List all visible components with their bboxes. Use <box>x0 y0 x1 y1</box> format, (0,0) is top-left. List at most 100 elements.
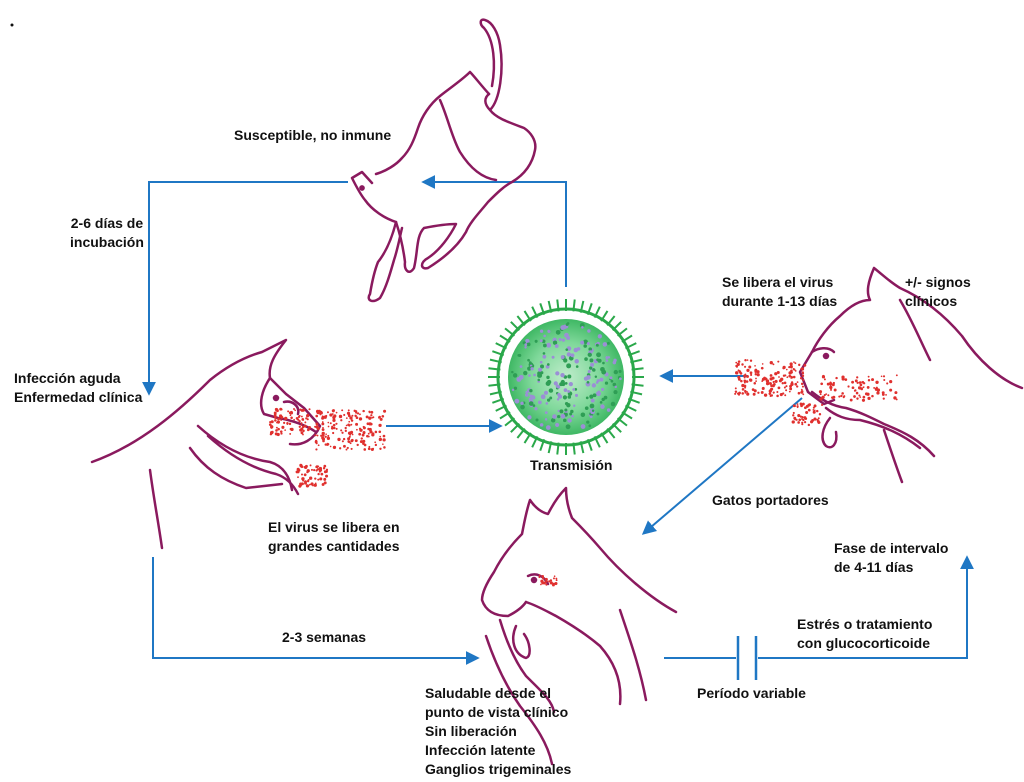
virus-droplet <box>761 391 764 394</box>
virus-droplet <box>371 433 374 436</box>
virus-droplet <box>856 397 858 399</box>
virus-droplet <box>356 429 358 431</box>
virus-droplet <box>821 404 823 406</box>
virus-capsid-dot <box>547 380 551 384</box>
virus-capsid-dot <box>573 405 575 407</box>
virus-droplet <box>301 409 304 412</box>
virus-droplet <box>757 392 759 394</box>
virus-capsid-dot <box>563 419 567 423</box>
virus-droplet <box>735 365 737 367</box>
virus-capsid-dot <box>588 370 591 373</box>
virus-capsid-dot <box>592 368 596 372</box>
virus-droplet <box>769 382 772 385</box>
virus-droplet <box>349 436 351 438</box>
virus-droplet <box>746 375 749 378</box>
virus-droplet <box>274 413 276 415</box>
virus-droplet <box>301 416 303 418</box>
virus-droplet <box>301 424 303 426</box>
virus-droplet <box>838 396 840 398</box>
virus-capsid-dot <box>564 333 569 338</box>
virus-capsid-dot <box>592 410 594 412</box>
virus-droplet <box>755 380 757 382</box>
virus-droplet <box>332 413 334 415</box>
virus-capsid-dot <box>613 390 617 394</box>
virus-droplet <box>750 374 752 376</box>
virus-capsid-dot <box>529 389 532 392</box>
label-healthy-line2: punto de vista clínico <box>425 703 571 722</box>
virus-capsid-dot <box>514 399 519 404</box>
virus-droplet <box>275 408 278 411</box>
virus-droplet <box>317 479 319 481</box>
virus-droplet <box>317 468 319 470</box>
virus-capsid-dot <box>567 352 571 356</box>
virus-droplet <box>793 404 796 407</box>
virus-capsid-dot <box>561 414 566 419</box>
virus-droplet <box>379 438 382 441</box>
label-shedding-line1: Se libera el virus <box>722 273 837 292</box>
virus-droplet <box>783 366 786 369</box>
virus-droplet <box>755 373 757 375</box>
virus-capsid-dot <box>610 376 613 379</box>
virus-capsid-dot <box>527 342 531 346</box>
virus-capsid-dot <box>607 408 611 412</box>
virus-capsid-dot <box>523 371 527 375</box>
virus-capsid-dot <box>607 342 610 345</box>
virus-droplet <box>360 440 363 443</box>
virus-droplet <box>792 414 794 416</box>
virus-droplet <box>298 485 301 488</box>
virus-capsid-dot <box>541 394 546 399</box>
virus-capsid-dot <box>537 373 542 378</box>
virus-droplet <box>785 385 787 387</box>
virus-droplet <box>735 362 737 364</box>
virus-capsid-dot <box>600 378 604 382</box>
virus-droplet <box>843 395 845 397</box>
virus-capsid-dot <box>549 388 553 392</box>
virus-capsid-dot <box>590 404 595 409</box>
virus-capsid-dot <box>580 341 584 345</box>
label-acute-line2: Enfermedad clínica <box>14 388 142 407</box>
virus-capsid-dot <box>574 348 579 353</box>
virus-droplet <box>740 380 743 383</box>
virus-droplet <box>773 381 775 383</box>
virus-droplet <box>804 421 806 423</box>
virus-capsid-dot <box>560 325 565 330</box>
virus-droplet <box>277 433 280 436</box>
virus-droplet <box>794 362 796 364</box>
virus-droplet <box>797 403 799 405</box>
virus-droplet <box>817 420 820 423</box>
virus-droplet <box>753 393 756 396</box>
virus-capsid-dot <box>546 376 549 379</box>
virus-droplet <box>317 435 319 437</box>
virus-capsid-dot <box>588 353 592 357</box>
virus-capsid-dot <box>598 359 602 363</box>
virus-droplet <box>744 359 746 361</box>
virus-droplet <box>847 385 849 387</box>
virus-capsid-dot <box>611 380 614 383</box>
virus-droplet <box>323 478 326 481</box>
label-susceptible: Susceptible, no inmune <box>234 126 391 145</box>
virus-droplet <box>800 377 802 379</box>
virus-droplet <box>545 582 547 584</box>
virus-droplet <box>304 482 307 485</box>
virus-droplet <box>802 393 804 395</box>
virus-droplet <box>858 386 861 389</box>
virus-droplet <box>280 430 283 433</box>
virus-droplet <box>791 381 793 383</box>
virus-droplet <box>802 386 804 388</box>
virus-droplet <box>867 386 870 389</box>
virus-droplet <box>797 406 799 408</box>
virus-droplet <box>860 388 863 391</box>
virus-droplet <box>293 408 295 410</box>
virus-capsid-dot <box>524 346 526 348</box>
label-virus-large-amounts: El virus se libera en grandes cantidades <box>268 518 400 556</box>
virus-droplet <box>322 434 325 437</box>
virus-droplet <box>555 578 557 580</box>
virus-capsid-dot <box>567 390 570 393</box>
virus-droplet <box>889 380 892 383</box>
virus-droplet <box>314 484 317 487</box>
label-stress-treatment: Estrés o tratamiento con glucocorticoide <box>797 615 932 653</box>
virus-droplet <box>270 431 273 434</box>
virus-droplet <box>850 399 853 402</box>
virus-droplet <box>773 383 776 386</box>
virus-droplet <box>355 440 357 442</box>
